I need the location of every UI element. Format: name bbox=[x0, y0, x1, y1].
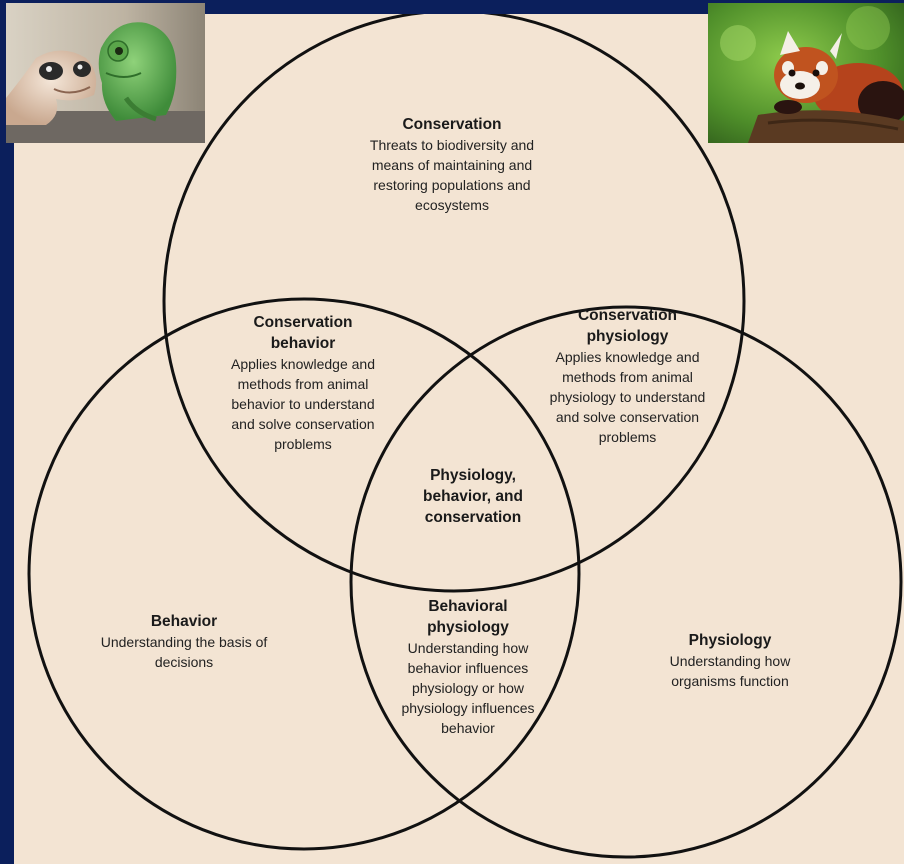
diagram-panel: Conservation Threats to biodiversity and… bbox=[14, 14, 904, 864]
behavior-circle bbox=[27, 297, 581, 851]
physiology-circle bbox=[349, 305, 903, 859]
behavioral-physiology-label: Behavioral physiology Understanding how … bbox=[383, 596, 553, 738]
behavior-desc: Understanding the basis of decisions bbox=[100, 634, 268, 670]
conservation-physiology-title: Conservation physiology bbox=[577, 307, 678, 345]
conservation-physiology-desc: Applies knowledge and methods from anima… bbox=[549, 349, 706, 445]
conservation-title: Conservation bbox=[402, 116, 502, 133]
gecko-chameleon-photo bbox=[6, 3, 205, 143]
physiology-desc: Understanding how organisms function bbox=[669, 653, 791, 689]
conservation-desc: Threats to biodiversity and means of mai… bbox=[369, 137, 535, 213]
center-title: Physiology, behavior, and conservation bbox=[423, 467, 523, 526]
physiology-label: Physiology Understanding how organisms f… bbox=[640, 630, 820, 691]
conservation-behavior-label: Conservation behavior Applies knowledge … bbox=[218, 312, 388, 454]
red-panda-photo bbox=[708, 3, 904, 143]
conservation-label: Conservation Threats to biodiversity and… bbox=[362, 114, 542, 215]
center-label: Physiology, behavior, and conservation bbox=[398, 465, 548, 528]
venn-diagram bbox=[27, 14, 903, 859]
behavior-label: Behavior Understanding the basis of deci… bbox=[84, 611, 284, 672]
behavior-title: Behavior bbox=[150, 613, 218, 630]
conservation-behavior-desc: Applies knowledge and methods from anima… bbox=[231, 356, 375, 452]
behavioral-physiology-title: Behavioral physiology bbox=[427, 598, 509, 636]
physiology-title: Physiology bbox=[688, 632, 772, 649]
conservation-behavior-title: Conservation behavior bbox=[253, 314, 353, 352]
behavioral-physiology-desc: Understanding how behavior influences ph… bbox=[401, 640, 535, 736]
conservation-physiology-label: Conservation physiology Applies knowledg… bbox=[540, 305, 715, 447]
conservation-circle bbox=[162, 14, 746, 593]
